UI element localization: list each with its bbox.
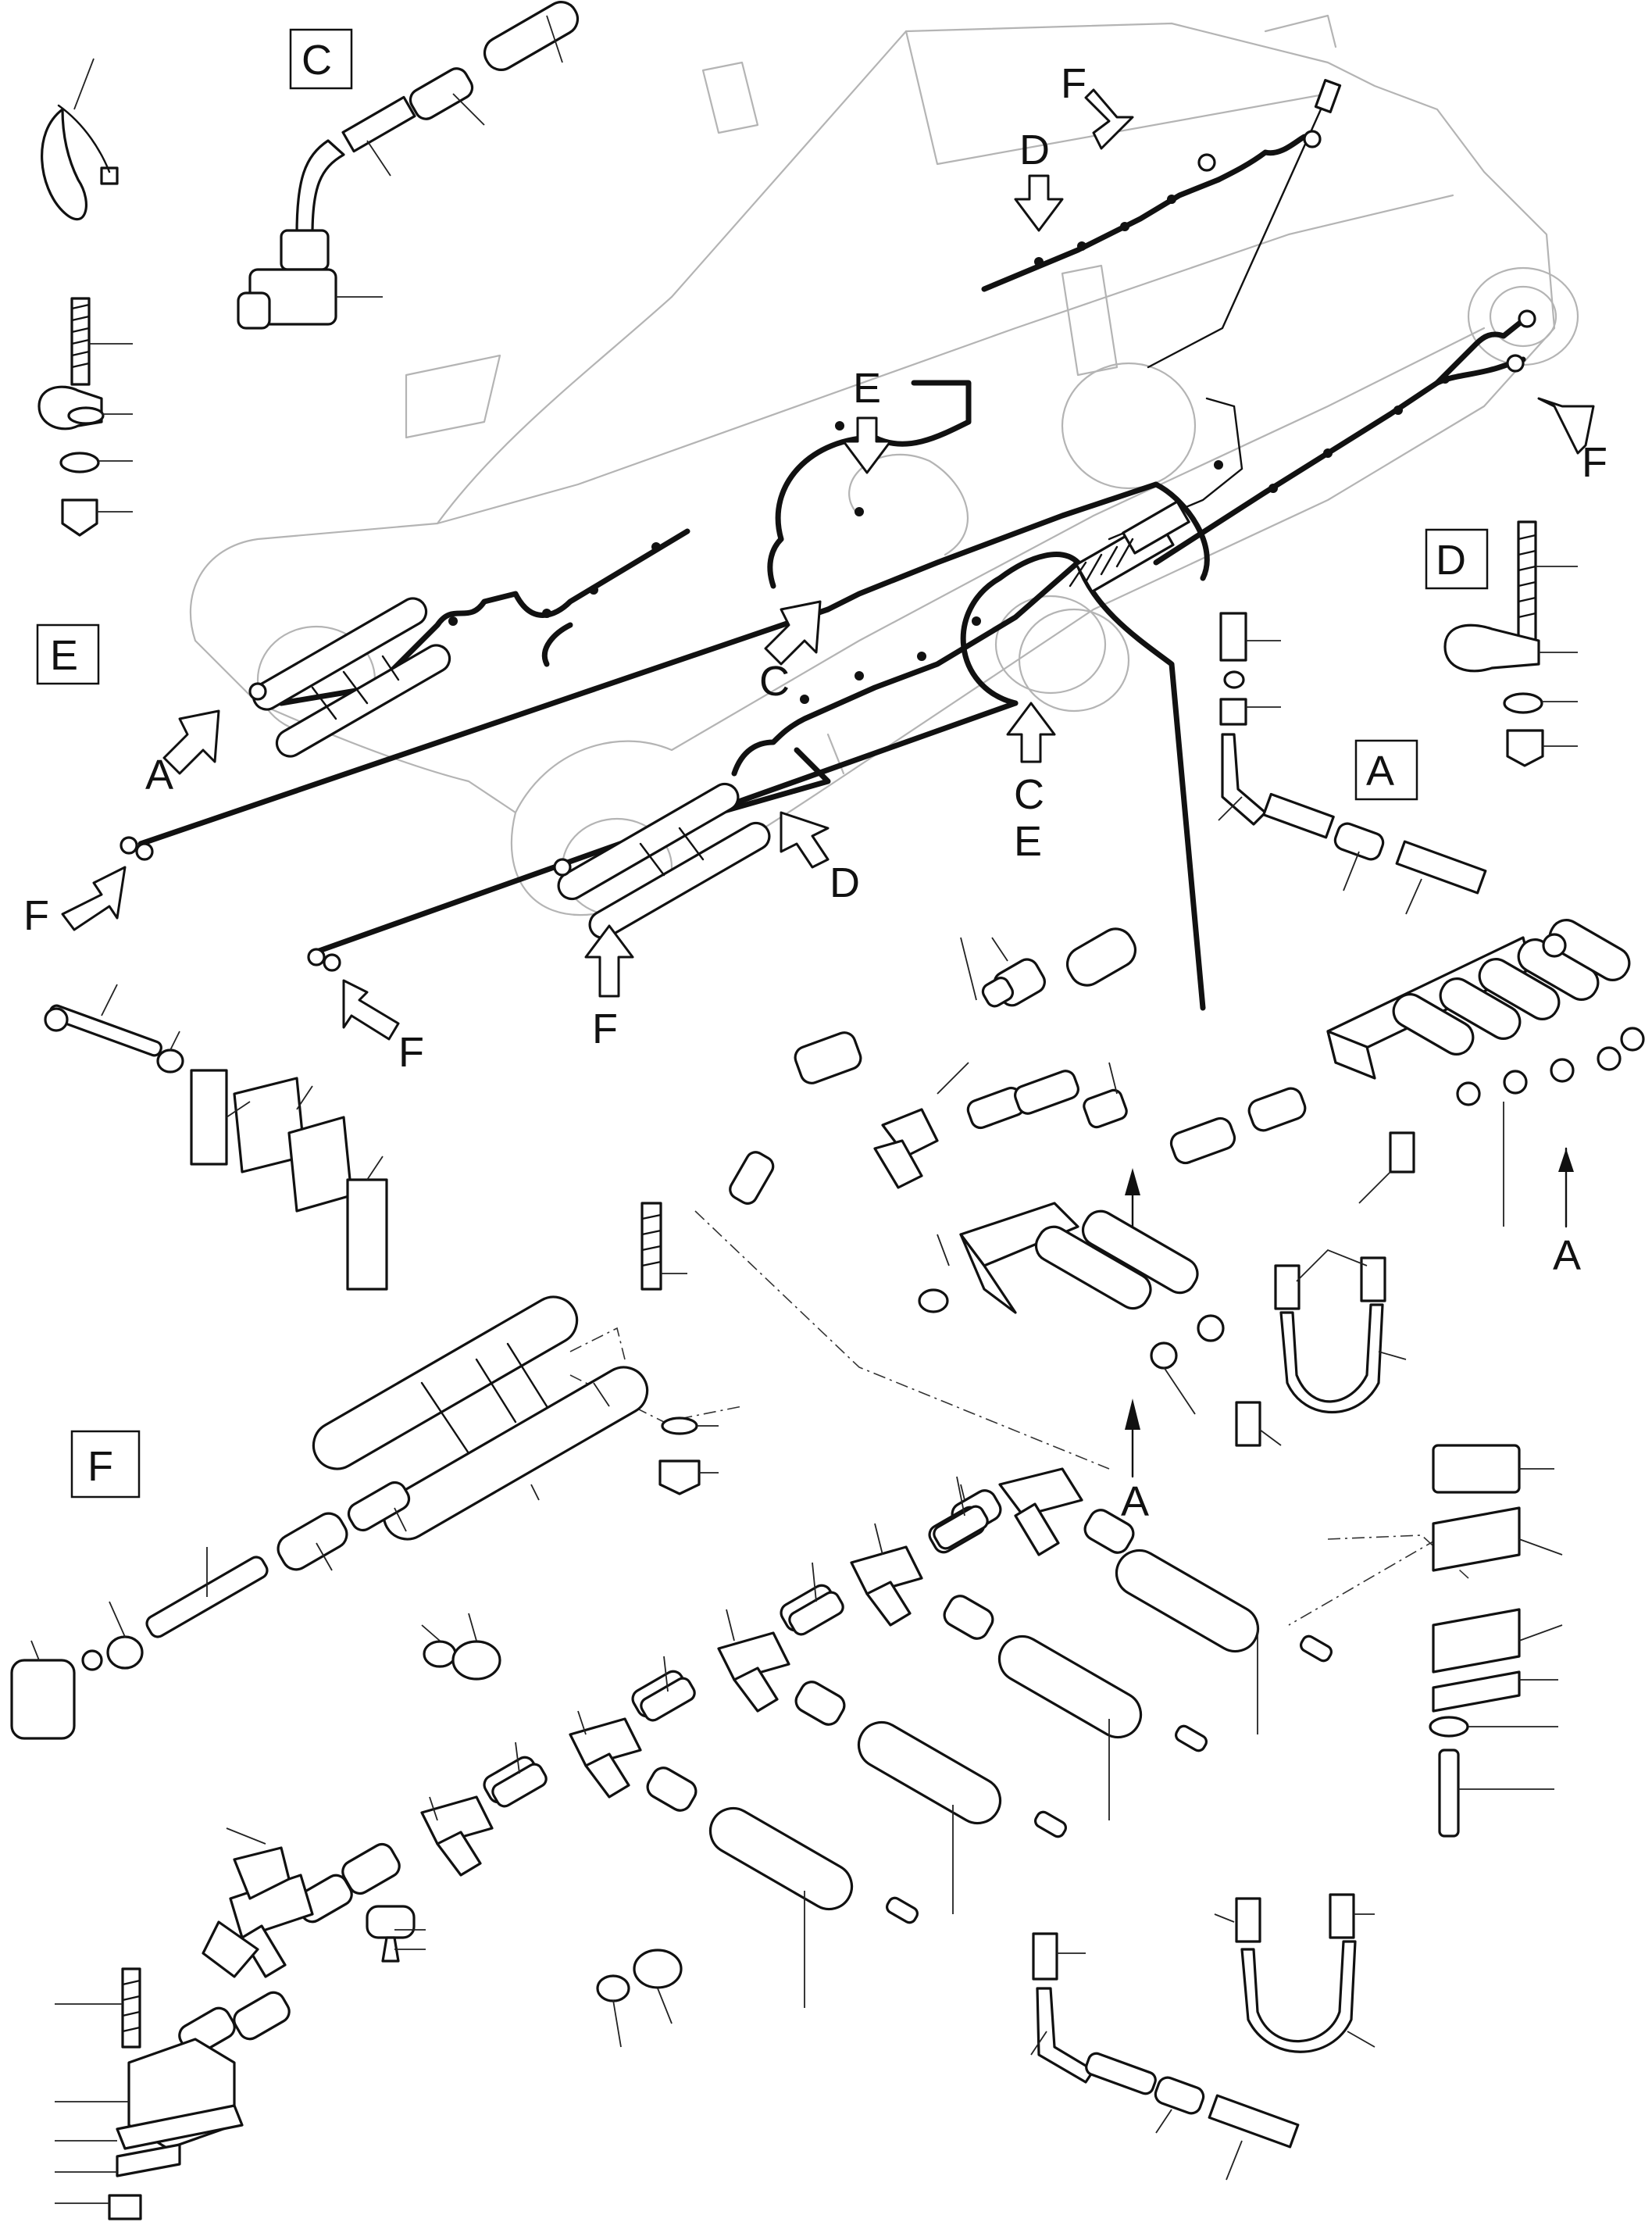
callout-letter-a-lower: A [1121, 1478, 1149, 1525]
manifold-block-upper [1326, 919, 1645, 1227]
fitting-chain-upper [729, 927, 1307, 1205]
lower-left-box-mount [55, 1967, 244, 2220]
arrow-e-middle [842, 416, 892, 474]
arrow-f-lower-left [342, 979, 400, 1041]
boxed-label-d: D [1425, 528, 1489, 590]
callout-letters: F D E F A C C E D F F F A A [23, 60, 1607, 1525]
callout-letter-c-right: C [1014, 771, 1044, 818]
arrow-f-left [61, 866, 127, 931]
boxed-label-f: F [70, 1430, 141, 1499]
u-tube-right-lower [1214, 1893, 1375, 2053]
lower-right-pipe [1030, 1932, 1300, 2181]
callout-letter-f-lower: F [592, 1006, 618, 1052]
callout-letter-c-middle: C [759, 658, 790, 705]
callout-letter-a-right: A [1553, 1232, 1581, 1279]
single-fittings [1235, 1131, 1415, 1447]
boxed-label-f-text: F [87, 1443, 113, 1490]
arrow-c-e-right [1006, 702, 1056, 763]
arrow-d-lower [780, 811, 830, 869]
cable-tie [41, 58, 119, 221]
boxed-label-a-text: A [1366, 748, 1394, 795]
lower-right-clamp-stack [1429, 1444, 1563, 1838]
callout-letter-e-right: E [1014, 818, 1042, 865]
cascade-straight-couplers [491, 1476, 989, 1808]
callout-letter-f-left: F [23, 892, 49, 939]
callout-letter-f-top: F [1061, 60, 1086, 107]
detail-e-stud-clamp [37, 297, 133, 537]
arrow-f-right [1537, 397, 1595, 455]
boxed-label-c-text: C [301, 37, 332, 84]
dash-dot-leaders [569, 1210, 1469, 1626]
boxed-label-e-text: E [50, 632, 78, 679]
u-tube-right-upper [1274, 1249, 1407, 1414]
callout-letter-d-lower: D [830, 859, 860, 906]
callout-letter-d-top: D [1019, 127, 1050, 173]
detail-d-stud-clamp [1443, 520, 1578, 767]
hose-end-fittings [120, 130, 1536, 972]
callout-letter-a-left: A [145, 752, 173, 798]
arrow-f-top [1084, 88, 1134, 150]
detail-a-fittings [1218, 612, 1487, 915]
f-detail-cylinders [10, 1202, 719, 1740]
cascade-grease-cylinders [646, 1509, 1333, 2008]
boxed-label-e: E [36, 623, 100, 685]
nut-cap-pairs [421, 1613, 683, 2048]
solid-arrows [1125, 1147, 1574, 1478]
boom-cylinders-e [252, 597, 451, 758]
callout-arrows [61, 88, 1595, 1041]
detail-c-parts [237, 1, 580, 330]
manifold-block-lower [918, 1202, 1225, 1415]
pipe-end-fitting [1314, 79, 1342, 113]
arrow-d-top [1014, 174, 1064, 232]
boom-manifold [1069, 500, 1190, 593]
hose-clamp-nodes [448, 195, 1450, 704]
clamp-bolt-block [44, 984, 388, 1291]
arrow-c-middle [764, 600, 822, 666]
callout-letter-f-lower-left: F [398, 1029, 424, 1076]
arrow-a-left [162, 709, 220, 775]
callout-letter-e-middle: E [853, 365, 881, 412]
boom-cylinders-f [557, 782, 771, 940]
boxed-label-d-text: D [1436, 537, 1466, 584]
boxed-label-a: A [1354, 739, 1418, 801]
callout-letter-f-right: F [1582, 439, 1607, 486]
arrow-f-lower [584, 924, 634, 998]
boxed-label-c: C [289, 28, 353, 90]
